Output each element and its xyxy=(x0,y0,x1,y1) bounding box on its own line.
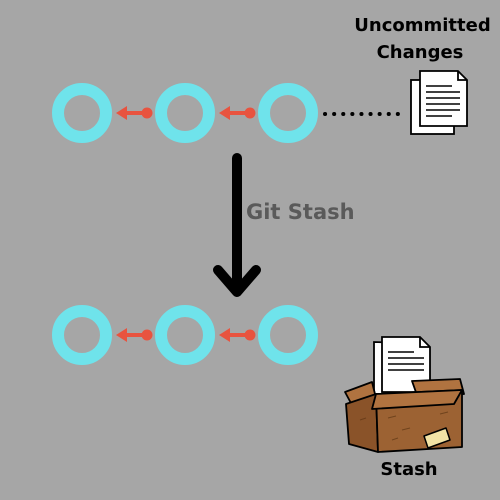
uncommitted-changes-label-line2: Changes xyxy=(376,42,464,63)
stashed-document-icon xyxy=(373,336,431,396)
uncommitted-changes-label-line1: Uncommitted xyxy=(354,15,491,36)
top-commit-3 xyxy=(258,83,318,143)
stash-label: Stash xyxy=(380,459,438,480)
git-stash-label: Git Stash xyxy=(246,200,355,224)
top-commit-1 xyxy=(52,83,112,143)
document-icon xyxy=(410,70,468,135)
bottom-commit-1 xyxy=(52,305,112,365)
bottom-commit-3 xyxy=(258,305,318,365)
cardboard-box-icon xyxy=(344,336,465,453)
stash-arrow xyxy=(213,153,261,297)
bottom-parent-arrow-2 xyxy=(219,328,256,342)
bottom-commit-2 xyxy=(155,305,215,365)
bottom-commit-chain xyxy=(52,305,318,365)
bottom-parent-arrow-1 xyxy=(116,328,153,342)
top-commit-chain xyxy=(52,83,404,143)
top-commit-2 xyxy=(155,83,215,143)
top-parent-arrow-2 xyxy=(219,106,256,120)
top-parent-arrow-1 xyxy=(116,106,153,120)
